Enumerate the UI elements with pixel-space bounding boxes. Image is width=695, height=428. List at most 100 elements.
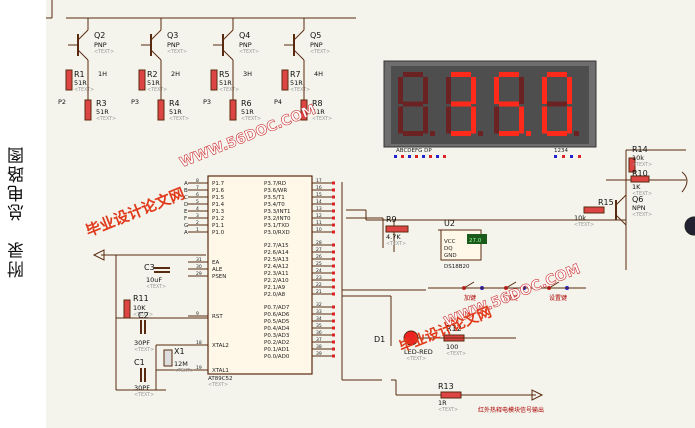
x1-crystal[interactable]: X1 12M <TEXT> (163, 347, 194, 374)
mcu-net-label: A (184, 181, 188, 187)
mcu-net-label: E (184, 209, 188, 215)
r15-resistor[interactable]: R15 10k <TEXT> (574, 198, 614, 228)
svg-text:51R: 51R (74, 79, 87, 87)
svg-text:PNP: PNP (310, 41, 323, 49)
mcu-part: AT89C52 (208, 376, 233, 382)
segment-b (423, 77, 428, 104)
d1-led[interactable]: D1 LED-RED <TEXT> (374, 330, 433, 362)
mcu-chip[interactable]: P1.78AP1.67BP1.56CP1.45DP1.34EP1.23FP1.1… (184, 175, 335, 388)
svg-text:51R: 51R (96, 108, 109, 116)
segment-a (451, 72, 471, 77)
mcu-pin-label: P1.5 (212, 195, 225, 201)
mcu-pin-label: P0.7/AD7 (264, 305, 290, 311)
c3-capacitor[interactable]: C3 10uF <TEXT> (144, 263, 170, 290)
mcu-pin-label: P2.2/A10 (264, 278, 289, 284)
mcu-pin-label: P3.7/RD (264, 181, 286, 187)
segment-f (542, 77, 547, 104)
r11-resistor[interactable]: R11 10K <TEXT> (123, 294, 153, 319)
c1-capacitor[interactable]: C1 30PF <TEXT> (134, 358, 154, 398)
mcu-pin-number: 14 (316, 199, 322, 205)
button-label: 减键 (506, 294, 518, 302)
mcu-pin-label: P3.3/INT1 (264, 209, 291, 215)
mcu-net-label: F (184, 216, 187, 222)
mcu-pin-label: P1.3 (212, 209, 225, 215)
mcu-pin-number: 13 (316, 206, 322, 212)
output-arrow (531, 389, 544, 401)
segment-dp (526, 131, 531, 136)
mcu-pin-number: 6 (196, 192, 199, 198)
svg-text:10uF: 10uF (146, 276, 162, 284)
mcu-pin-number: 3 (196, 213, 199, 219)
mcu-pin-label: P2.0/A8 (264, 292, 286, 298)
svg-text:R6: R6 (241, 99, 252, 108)
mcu-pin-number: 10 (316, 227, 322, 233)
button-1[interactable]: 加键 (462, 281, 484, 302)
svg-text:PNP: PNP (94, 41, 107, 49)
ds18b20-sensor[interactable]: 27.0 U2 VCC DQ GND DS18B20 (440, 219, 487, 270)
mcu-pin-label: P1.6 (212, 188, 225, 194)
digit-position-label: 1234 (554, 148, 568, 154)
seven-segment-display[interactable]: ABCDEFG DP 1234 (383, 60, 597, 158)
segment-e (542, 106, 547, 134)
svg-text:<TEXT>: <TEXT> (174, 368, 194, 374)
mcu-pin-number: 15 (316, 192, 322, 198)
mcu-pin-label: P0.6/AD6 (264, 312, 290, 318)
mcu-pin-label: P1.2 (212, 216, 224, 222)
mcu-net-label: G (184, 223, 188, 229)
digit-3 (494, 72, 531, 136)
mcu-pin-label: XTAL1 (212, 368, 229, 374)
mcu-pin-number: 29 (196, 271, 202, 277)
mcu-pin-number: 12 (316, 213, 322, 219)
svg-text:51R: 51R (147, 79, 160, 87)
svg-text:R8: R8 (312, 99, 323, 108)
svg-text:<TEXT>: <TEXT> (74, 87, 94, 93)
watermark-1: 毕业设计论文网 (83, 184, 187, 240)
mcu-pin-label: PSEN (212, 274, 226, 280)
q6-transistor[interactable]: Q6 NPN <TEXT> (615, 194, 652, 226)
mcu-pin-number: 30 (196, 264, 202, 270)
r13-resistor[interactable]: R13 1R <TEXT> (438, 382, 462, 413)
segment-dp (430, 131, 435, 136)
svg-text:30PF: 30PF (134, 384, 150, 392)
mcu-pin-label: XTAL2 (212, 343, 229, 349)
segment-d (403, 131, 423, 136)
mcu-pin-number: 18 (196, 340, 202, 346)
c2-capacitor[interactable]: C2 30PF <TEXT> (134, 311, 154, 353)
mcu-pin-label: P3.4/T0 (264, 202, 285, 208)
svg-text:D1: D1 (374, 335, 385, 344)
svg-text:PNP: PNP (239, 41, 252, 49)
mcu-pin-label: RST (212, 314, 223, 320)
r14-resistor[interactable]: R14 10k <TEXT> (628, 145, 652, 173)
svg-text:毕业设计论文网: 毕业设计论文网 (83, 184, 187, 240)
svg-text:1R: 1R (438, 399, 447, 407)
svg-text:<TEXT>: <TEXT> (386, 241, 406, 247)
svg-text:P3: P3 (203, 98, 211, 106)
svg-text:51R: 51R (312, 108, 325, 116)
svg-text:NPN: NPN (632, 204, 646, 212)
mcu-pin-label: P0.1/AD1 (264, 347, 289, 353)
mcu-pin-number: 27 (316, 247, 322, 253)
segment-g (451, 101, 471, 107)
r10-resistor[interactable]: R10 1K <TEXT> (630, 169, 652, 197)
svg-text:<TEXT>: <TEXT> (94, 49, 114, 55)
mcu-pin-number: 24 (316, 268, 322, 274)
svg-text:<TEXT>: <TEXT> (146, 284, 166, 290)
segment-c (567, 106, 572, 134)
segment-a (499, 72, 519, 77)
mcu-net-label: B (184, 188, 188, 194)
segment-d (547, 131, 567, 136)
r9-resistor[interactable]: R9 4.7K <TEXT> (385, 215, 409, 247)
